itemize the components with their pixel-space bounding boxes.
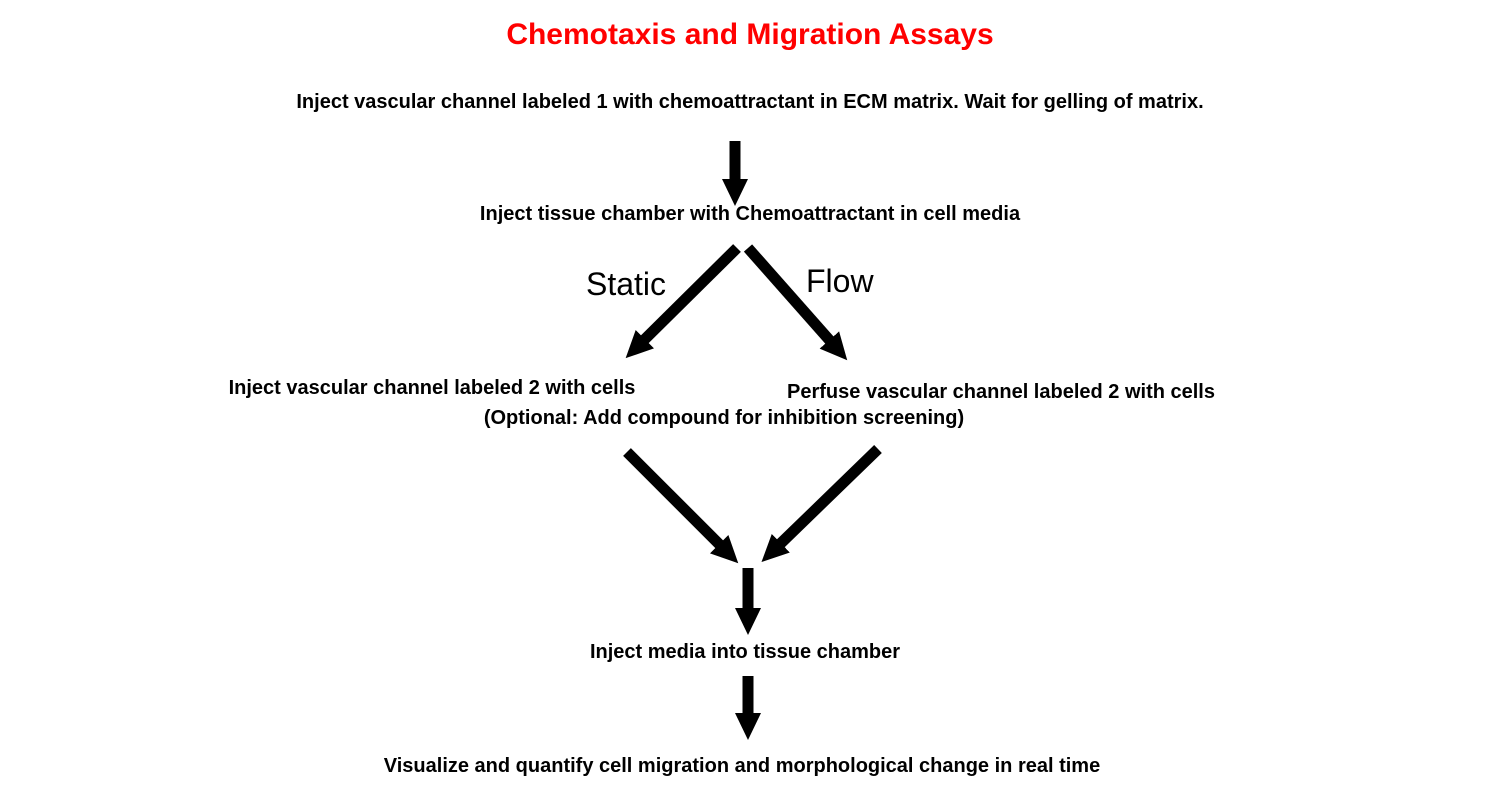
arrow-merge-from-static-icon [623,448,739,564]
step-optional-compound: (Optional: Add compound for inhibition s… [483,407,965,429]
step-perfuse-vascular-channel-2: Perfuse vascular channel labeled 2 with … [787,381,1215,403]
branch-label-static: Static [586,266,667,302]
slide-title: Chemotaxis and Migration Assays [506,18,994,51]
step-inject-vascular-channel-1: Inject vascular channel labeled 1 with c… [296,91,1204,113]
step-inject-tissue-chamber: Inject tissue chamber with Chemoattracta… [479,203,1021,225]
step-inject-media: Inject media into tissue chamber [589,641,901,663]
step-visualize-quantify: Visualize and quantify cell migration an… [383,755,1101,777]
arrow-merge-from-flow-icon [761,445,882,563]
branch-label-flow: Flow [806,263,874,299]
step-inject-vascular-channel-2: Inject vascular channel labeled 2 with c… [228,377,636,399]
